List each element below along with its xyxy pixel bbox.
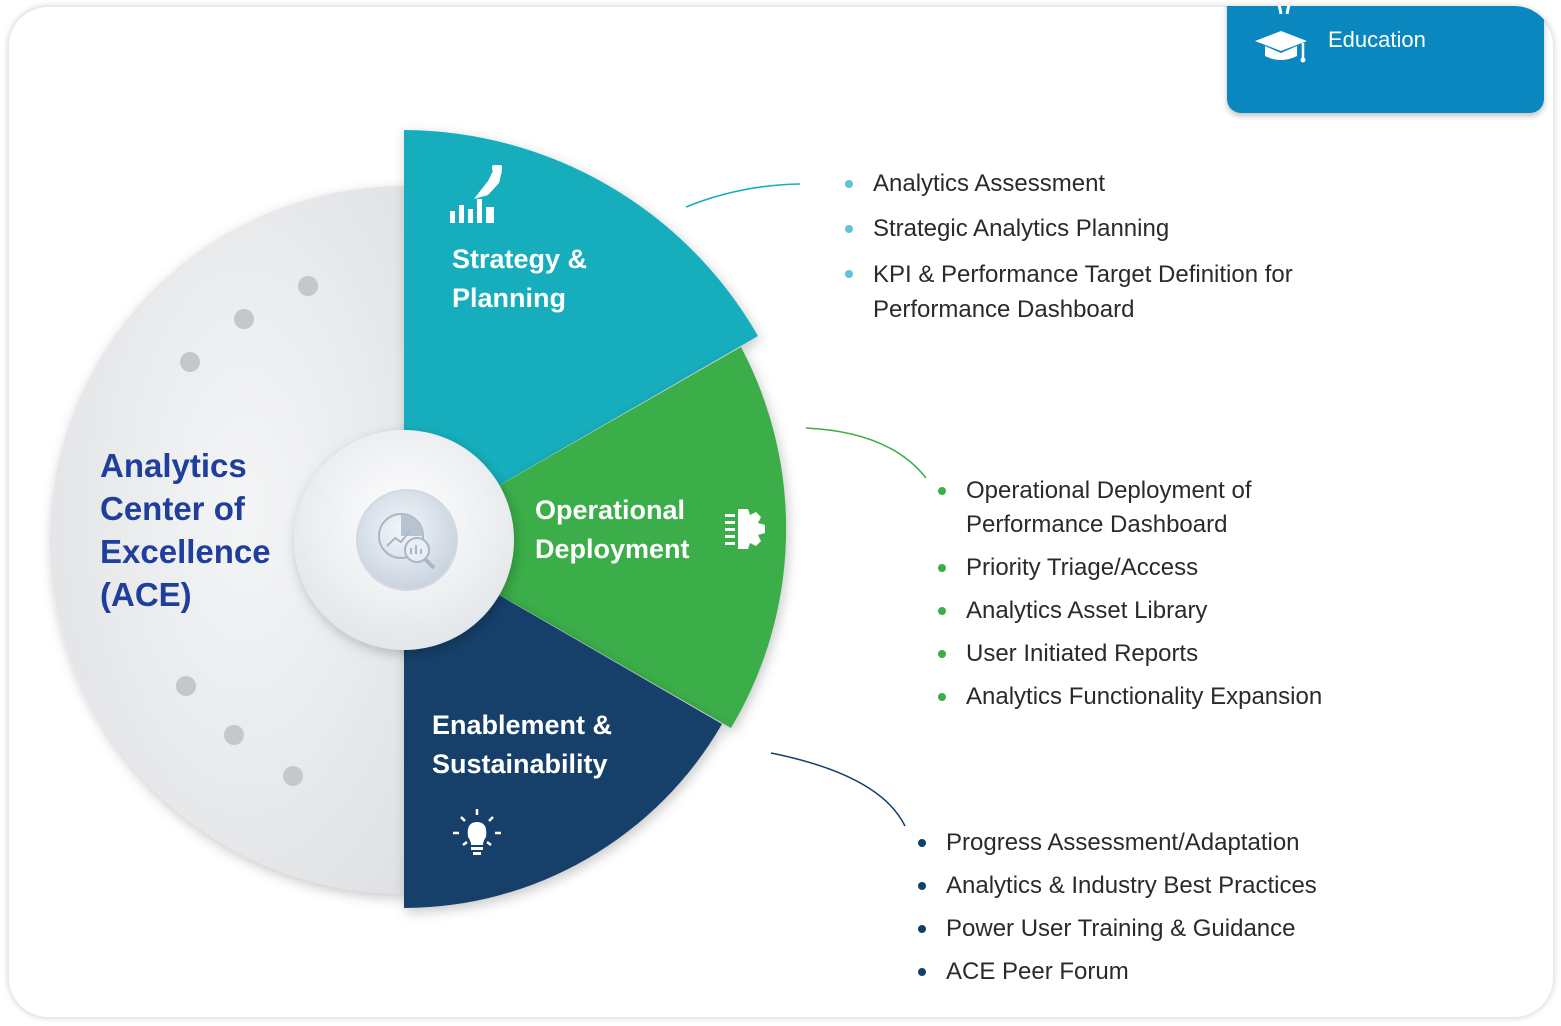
list-item: Power User Training & Guidance xyxy=(916,912,1317,946)
lightbulb-icon xyxy=(453,809,501,855)
hand-bar-chart-icon xyxy=(450,165,502,223)
list-item: Progress Assessment/Adaptation xyxy=(916,826,1317,860)
connector-strategy xyxy=(685,183,801,208)
list-item: Strategic Analytics Planning xyxy=(843,212,1323,246)
segment-enablement[interactable] xyxy=(404,540,722,908)
list-item: User Initiated Reports xyxy=(936,637,1322,671)
hub-core xyxy=(356,489,458,591)
list-item: Analytics & Industry Best Practices xyxy=(916,869,1317,903)
education-tab[interactable]: Education xyxy=(1227,6,1544,113)
list-item: Operational Deployment of Performance Da… xyxy=(936,474,1306,542)
segment-enablement-label: Enablement & Sustainability xyxy=(432,710,613,779)
segment-operational-label: Operational Deployment xyxy=(535,495,690,564)
segment-strategy[interactable] xyxy=(404,130,758,540)
enablement-bullet-list: Progress Assessment/Adaptation Analytics… xyxy=(916,826,1317,998)
list-item: Priority Triage/Access xyxy=(936,551,1322,585)
segment-operational[interactable] xyxy=(404,347,787,728)
education-label: Education xyxy=(1328,27,1426,52)
connector-operational xyxy=(805,427,927,479)
list-item: Analytics Asset Library xyxy=(936,594,1322,628)
decorative-dots xyxy=(176,276,318,786)
list-item: ACE Peer Forum xyxy=(916,955,1317,989)
graduation-cap-icon xyxy=(1255,31,1307,63)
list-item: Analytics Assessment xyxy=(843,167,1323,201)
operational-bullet-list: Operational Deployment of Performance Da… xyxy=(936,474,1322,723)
connector-enablement xyxy=(770,752,906,827)
analytics-magnifier-icon xyxy=(378,513,436,570)
strategy-bullet-list: Analytics Assessment Strategic Analytics… xyxy=(843,167,1323,338)
ace-title: Analytics Center of Excellence (ACE) xyxy=(100,447,271,613)
ace-grey-segment xyxy=(50,186,404,894)
segment-strategy-label: Strategy & Planning xyxy=(452,244,588,313)
list-item: KPI & Performance Target Definition for … xyxy=(843,257,1323,327)
list-item: Analytics Functionality Expansion xyxy=(936,680,1322,714)
gear-chip-icon xyxy=(725,509,765,549)
partial-icon xyxy=(1277,6,1291,15)
